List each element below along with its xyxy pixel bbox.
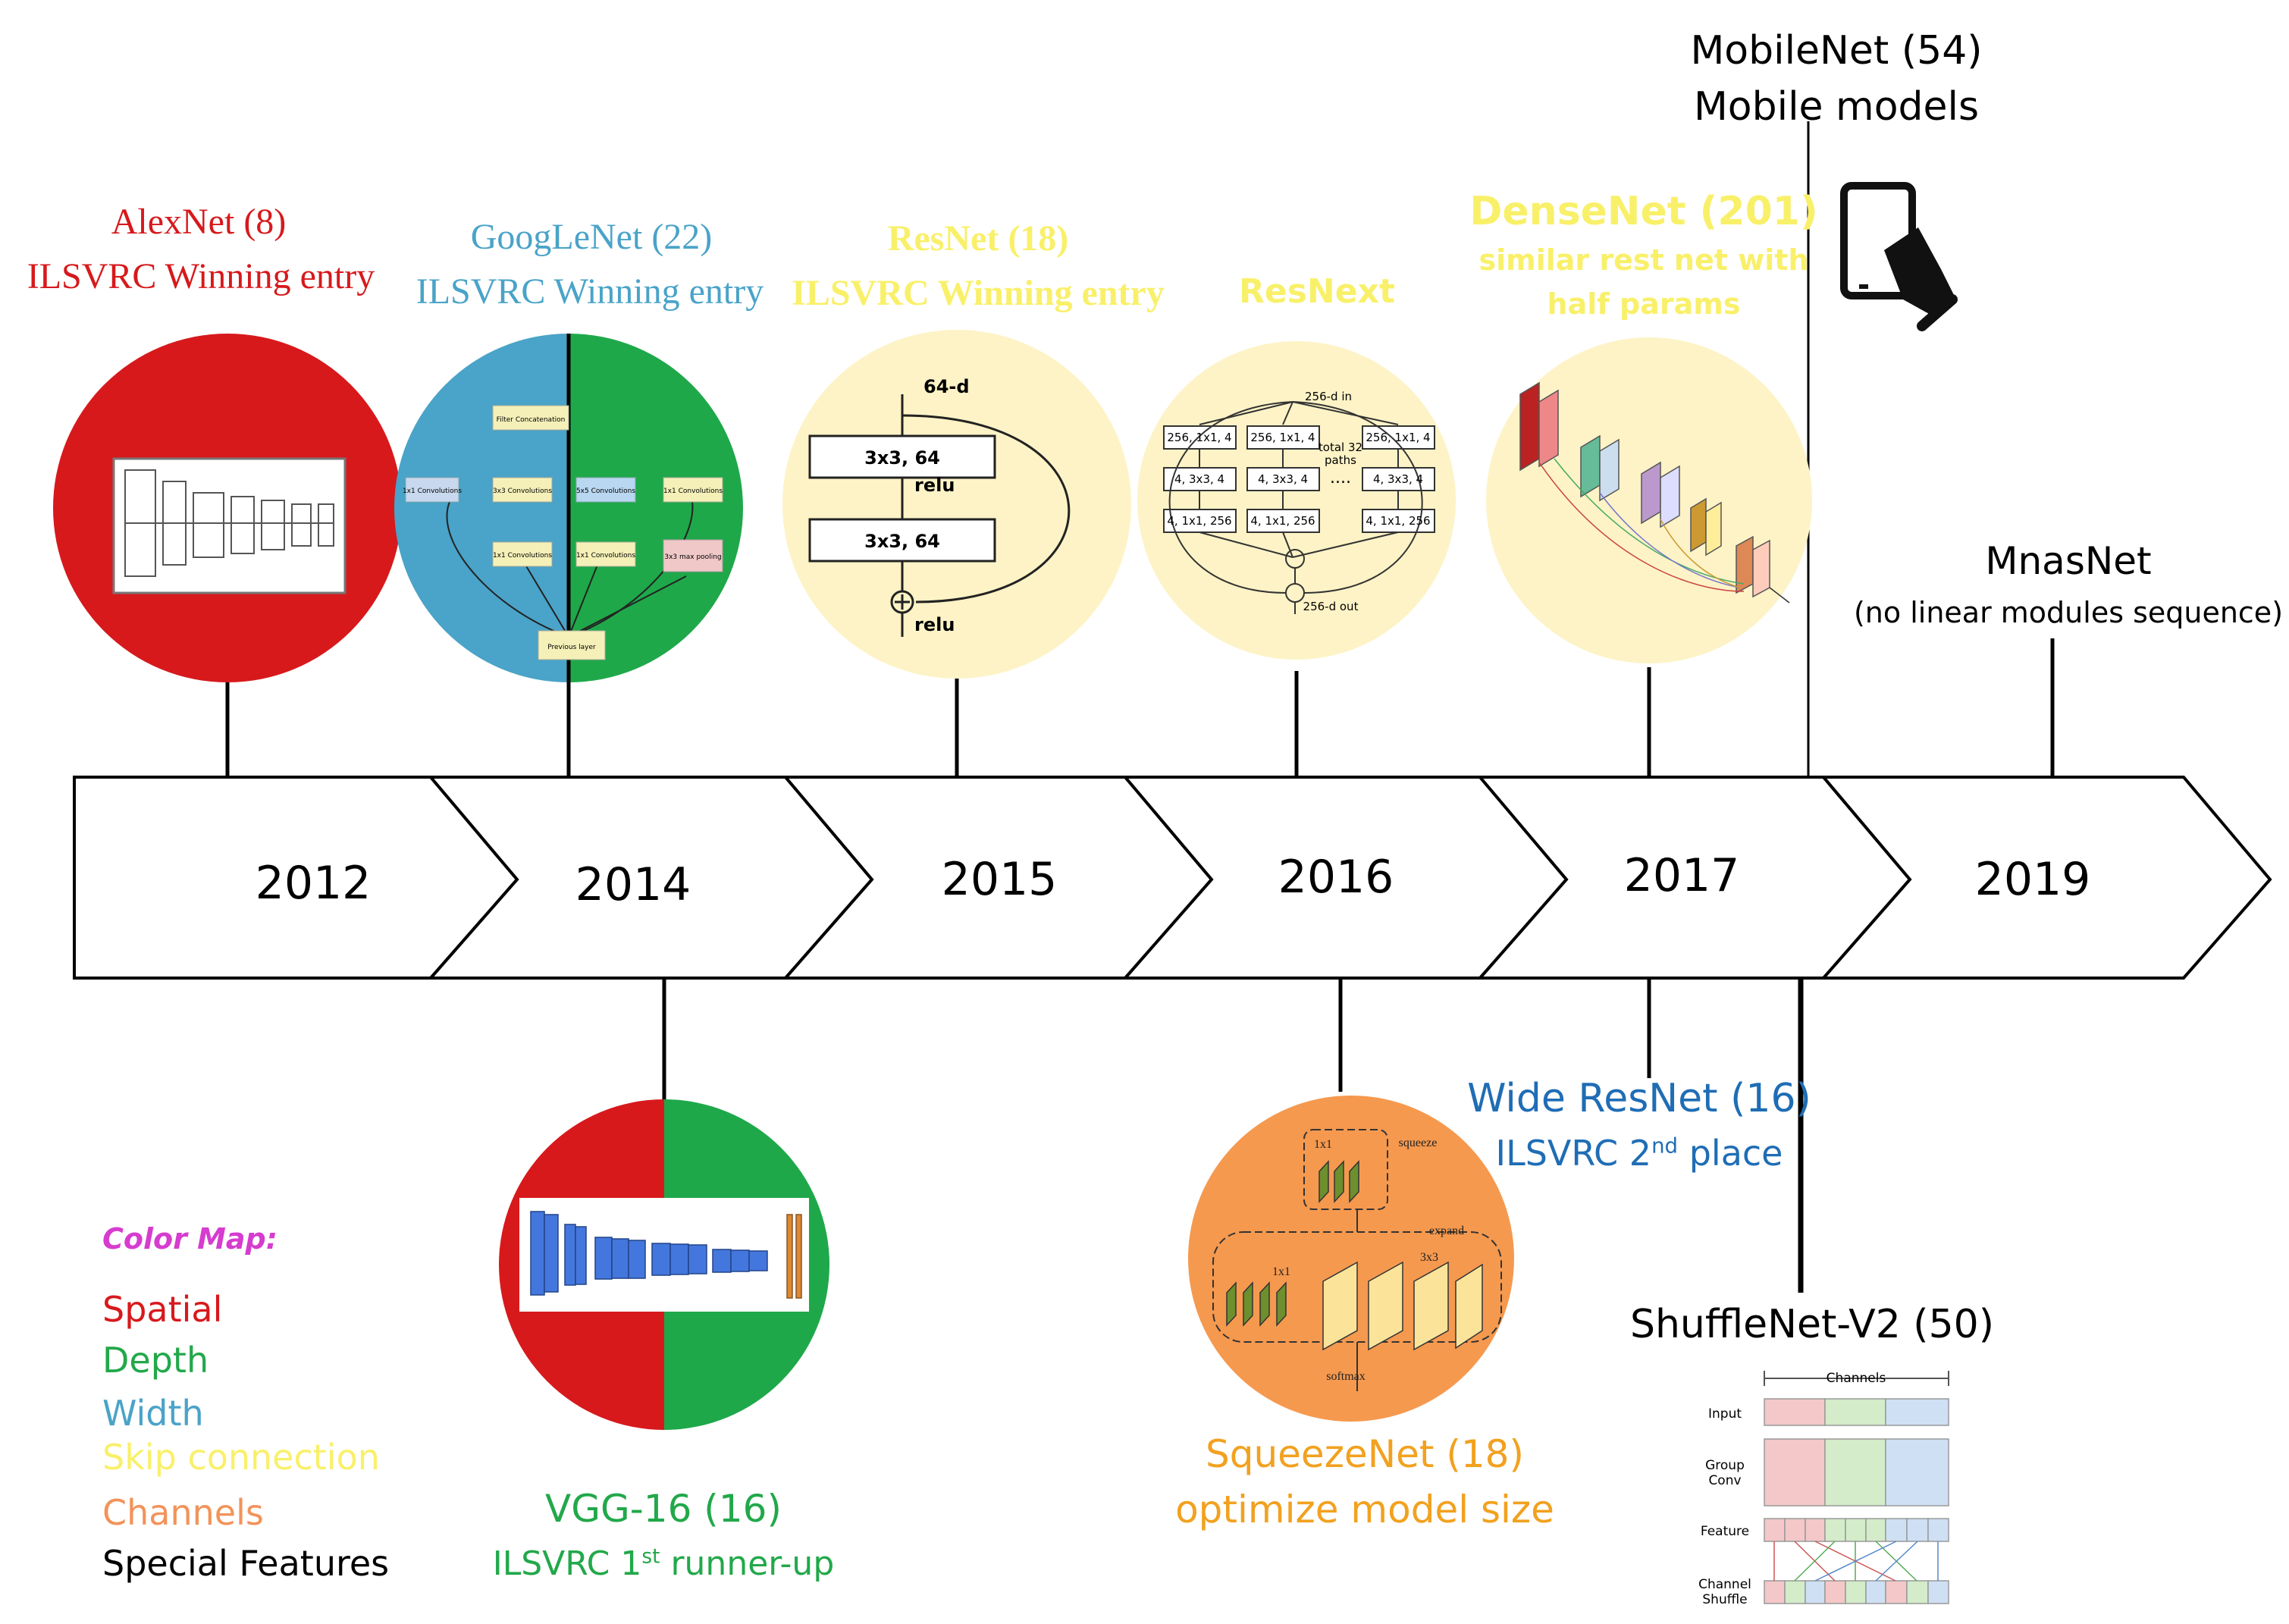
- resnext-row1-a: 256, 1x1, 4: [1167, 431, 1231, 444]
- gnet-c5-label: 5x5 Convolutions: [576, 488, 635, 495]
- resnext-paths-line1: total 32: [1319, 440, 1362, 454]
- shuffle-feature-label: Feature: [1701, 1524, 1749, 1539]
- wideresnet-note: ILSVRC 2nd place: [1496, 1133, 1783, 1174]
- squeezenet-title: SqueezeNet (18): [1206, 1432, 1524, 1476]
- resnext-row3-a: 4, 1x1, 256: [1167, 514, 1231, 528]
- shuffle-channels-label: Channels: [1826, 1371, 1886, 1386]
- resnet-title: ResNet (18): [887, 218, 1069, 259]
- shufflenet-title: ShuffleNet-V2 (50): [1629, 1302, 1995, 1347]
- wideresnet-note-prefix: ILSVRC 2: [1495, 1133, 1652, 1174]
- resnet-in-label: 64-d: [923, 376, 970, 397]
- year-2014: 2014: [575, 858, 691, 911]
- resnext-row2-a: 4, 3x3, 4: [1174, 472, 1224, 486]
- resnext-circle: 256-d in 256, 1x1, 4 4, 3x3, 4 4, 1x1, 2…: [1137, 341, 1456, 660]
- vgg-title: VGG-16 (16): [545, 1487, 782, 1531]
- chevron-2019: [1820, 776, 2272, 980]
- gnet-concat-label: Filter Concatenation: [497, 416, 566, 424]
- legend-spatial: Spatial: [102, 1289, 223, 1330]
- resnet-act2-label: relu: [914, 614, 955, 635]
- densenet-title: DenseNet (201): [1469, 189, 1818, 234]
- resnext-row1-c: 256, 1x1, 4: [1366, 431, 1430, 444]
- resnext-row3-b: 4, 1x1, 256: [1250, 514, 1315, 528]
- shuffle-input-label: Input: [1708, 1406, 1742, 1422]
- year-2012: 2012: [255, 857, 372, 910]
- resnext-row2-b: 4, 3x3, 4: [1258, 472, 1308, 486]
- squeeze-k1b-label: 1x1: [1272, 1265, 1290, 1278]
- year-2016: 2016: [1278, 851, 1394, 904]
- legend-channels: Channels: [102, 1492, 264, 1533]
- shuffle-gconv-label-2: Conv: [1708, 1473, 1741, 1488]
- mobilenet-note: Mobile models: [1693, 84, 1980, 130]
- alexnet-circle: [53, 334, 402, 682]
- legend-width: Width: [102, 1393, 204, 1434]
- resnet-layer1-label: 3x3, 64: [864, 447, 940, 469]
- gnet-c1b-label: 1x1 Convolutions: [663, 488, 723, 495]
- squeezenet-circle: 1x1 squeeze expand 1x1 3x3 softmax: [1188, 1096, 1514, 1422]
- alexnet-architecture-image: [112, 457, 346, 594]
- googlenet-circle: Filter Concatenation 1x1 Convolutions 3x…: [394, 334, 743, 682]
- squeeze-label: squeeze: [1399, 1136, 1438, 1149]
- gnet-pool-label: 3x3 max pooling: [664, 553, 721, 561]
- gnet-c1d-label: 1x1 Convolutions: [576, 552, 635, 560]
- vgg-note-sup: st: [641, 1544, 660, 1569]
- wideresnet-note-suffix: place: [1678, 1133, 1783, 1174]
- vgg-circle: [499, 1099, 829, 1430]
- resnext-dots: ....: [1330, 469, 1351, 488]
- mnasnet-title: MnasNet: [1985, 539, 2152, 583]
- mnasnet-note: (no linear modules sequence): [1853, 596, 2284, 629]
- resnext-row2-c: 4, 3x3, 4: [1373, 472, 1423, 486]
- googlenet-note: ILSVRC Winning entry: [415, 271, 764, 312]
- squeeze-softmax-label: softmax: [1326, 1370, 1366, 1383]
- resnext-out-label: 256-d out: [1303, 600, 1359, 613]
- densenet-circle: [1486, 337, 1812, 663]
- vgg-note-prefix: ILSVRC 1: [492, 1544, 642, 1583]
- resnet-circle: 64-d 3x3, 64 relu 3x3, 64 relu: [782, 330, 1131, 679]
- shuffle-shuffle-label-2: Shuffle: [1702, 1592, 1747, 1607]
- year-2017: 2017: [1623, 849, 1740, 902]
- year-2019: 2019: [1974, 853, 2091, 906]
- timeline-arrow: [73, 776, 2272, 980]
- year-2015: 2015: [941, 853, 1058, 906]
- legend-title: Color Map:: [102, 1222, 278, 1256]
- mobilenet-title: MobileNet (54): [1690, 28, 1983, 74]
- gnet-c1a-label: 1x1 Convolutions: [403, 488, 462, 495]
- connectors: [225, 121, 2055, 1293]
- densenet-note-line2: half params: [1547, 287, 1741, 321]
- squeeze-k3-label: 3x3: [1420, 1251, 1438, 1264]
- resnext-paths-line2: paths: [1325, 453, 1356, 467]
- vgg-note-suffix: runner-up: [660, 1544, 835, 1583]
- googlenet-title: GoogLeNet (22): [470, 217, 713, 257]
- mobile-phone-icon: [1840, 182, 1958, 331]
- squeezenet-note: optimize model size: [1175, 1488, 1554, 1532]
- alexnet-note: ILSVRC Winning entry: [27, 256, 375, 296]
- resnet-layer2-label: 3x3, 64: [864, 531, 940, 552]
- wideresnet-title: Wide ResNet (16): [1467, 1076, 1811, 1121]
- alexnet-title: AlexNet (8): [111, 202, 287, 242]
- legend-skip-connection: Skip connection: [102, 1437, 380, 1478]
- resnet-note: ILSVRC Winning entry: [792, 273, 1165, 313]
- legend-special-features: Special Features: [102, 1543, 390, 1584]
- wideresnet-note-sup: nd: [1651, 1133, 1679, 1158]
- gnet-c3-label: 3x3 Convolutions: [493, 488, 552, 495]
- densenet-note-line1: similar rest net with: [1478, 243, 1809, 277]
- resnext-title: ResNext: [1239, 272, 1395, 311]
- squeeze-expand-label: expand: [1429, 1224, 1464, 1237]
- vgg-note: ILSVRC 1st runner-up: [492, 1544, 835, 1584]
- legend-depth: Depth: [102, 1340, 209, 1381]
- resnext-row1-b: 256, 1x1, 4: [1250, 431, 1315, 444]
- gnet-c1c-label: 1x1 Convolutions: [493, 552, 552, 560]
- resnet-act1-label: relu: [914, 475, 955, 496]
- squeeze-k1a-label: 1x1: [1314, 1138, 1332, 1151]
- resnext-in-label: 256-d in: [1305, 390, 1352, 403]
- shuffle-gconv-label-1: Group: [1705, 1458, 1745, 1473]
- gnet-prev-label: Previous layer: [547, 644, 596, 651]
- shufflenet-diagram: Channels Input Group Conv Feature Channe…: [1698, 1371, 1949, 1607]
- shuffle-shuffle-label-1: Channel: [1698, 1577, 1751, 1592]
- resnext-row3-c: 4, 1x1, 256: [1366, 514, 1430, 528]
